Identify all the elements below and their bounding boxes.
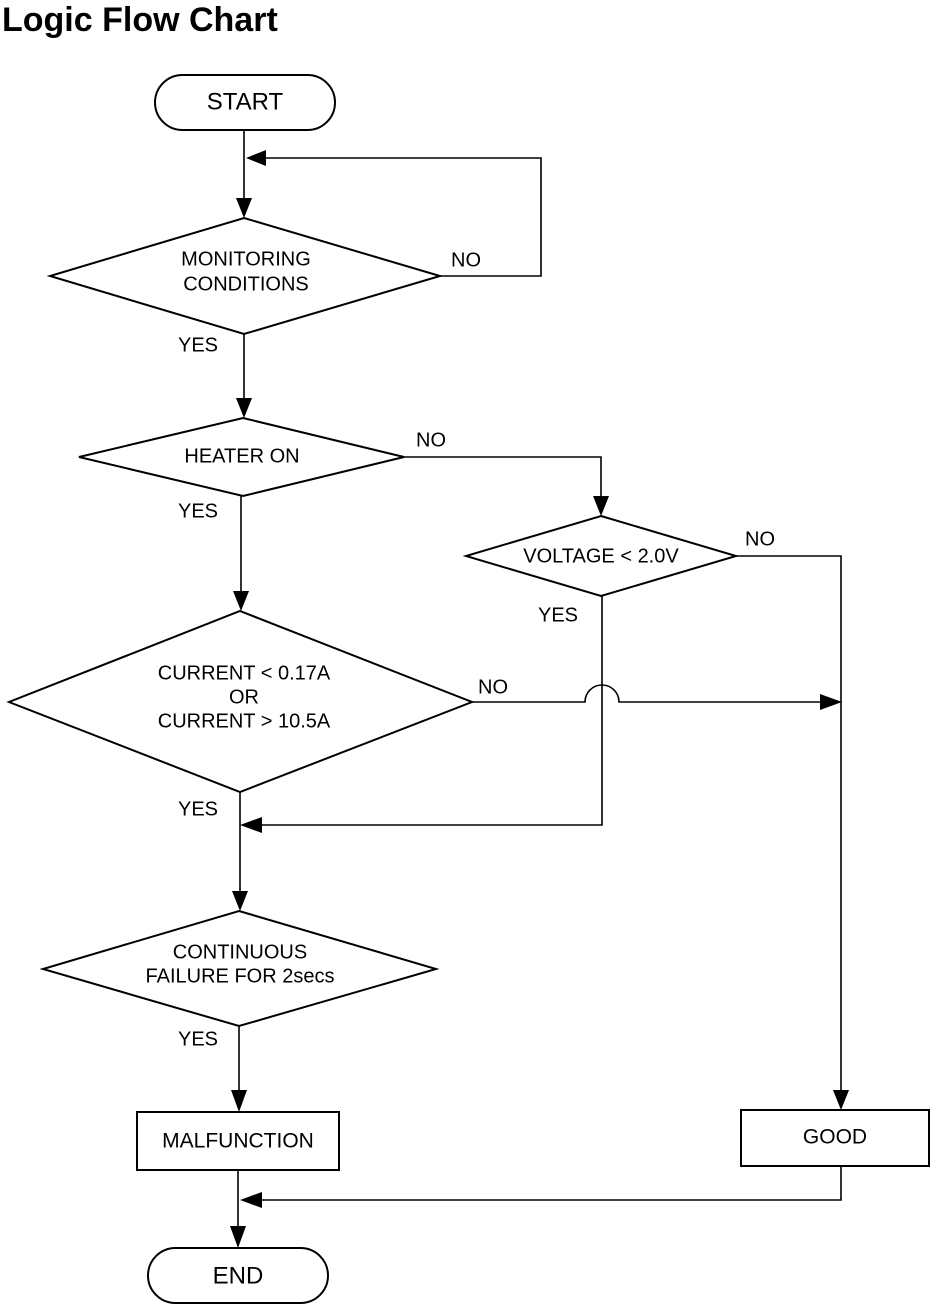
start-terminal: START	[154, 74, 336, 131]
current-no-label: NO	[478, 676, 508, 698]
voltage-decision: VOLTAGE < 2.0V	[462, 514, 740, 598]
continuous-failure-decision: CONTINUOUS FAILURE FOR 2secs	[39, 909, 440, 1028]
good-process: GOOD	[740, 1109, 930, 1167]
heater-yes-label: YES	[178, 500, 218, 522]
continuous-yes-label: YES	[178, 1028, 218, 1050]
good-label: GOOD	[803, 1126, 867, 1149]
arrowhead-down	[231, 1090, 247, 1112]
malfunction-process: MALFUNCTION	[136, 1111, 340, 1171]
voltage-label: VOLTAGE < 2.0V	[523, 545, 679, 567]
edge-voltage-no	[736, 555, 842, 1100]
edge-voltage-yes	[262, 596, 603, 826]
arrowhead-down	[230, 1226, 246, 1248]
monitoring-no-label: NO	[451, 249, 481, 271]
arrowhead-down	[236, 198, 252, 218]
arrowhead-left	[246, 150, 266, 166]
page-title: Logic Flow Chart	[2, 1, 278, 39]
edge-good-end	[262, 1166, 842, 1201]
voltage-no-label: NO	[745, 528, 775, 550]
arrowhead-left	[240, 817, 262, 833]
arrowhead-down	[236, 398, 252, 418]
start-label: START	[207, 88, 284, 115]
monitoring-yes-label: YES	[178, 334, 218, 356]
arrowhead-left	[240, 1192, 262, 1208]
current-yes-label: YES	[178, 798, 218, 820]
continuous-label-line1: CONTINUOUS	[173, 941, 307, 963]
arrowheads	[230, 150, 849, 1248]
arrowhead-right	[820, 694, 842, 710]
edge-monitoring-no-loop	[262, 157, 542, 277]
end-label: END	[213, 1262, 264, 1289]
arrowhead-down	[833, 1090, 849, 1110]
malfunction-label: MALFUNCTION	[162, 1130, 314, 1153]
edge-heater-no	[404, 456, 602, 504]
continuous-label-line2: FAILURE FOR 2secs	[146, 965, 335, 987]
heater-no-label: NO	[416, 429, 446, 451]
connectors	[237, 130, 842, 1235]
voltage-yes-label: YES	[538, 604, 578, 626]
heater-label: HEATER ON	[184, 445, 299, 467]
end-terminal: END	[147, 1247, 329, 1304]
arrowhead-down	[233, 591, 249, 611]
current-label-line1: CURRENT < 0.17A	[158, 662, 331, 684]
edge-current-no	[472, 684, 822, 703]
arrowhead-down	[232, 891, 248, 911]
heater-on-decision: HEATER ON	[78, 416, 405, 498]
current-decision: CURRENT < 0.17A OR CURRENT > 10.5A	[6, 609, 475, 794]
current-label-line2: OR	[229, 686, 259, 708]
current-label-line3: CURRENT > 10.5A	[158, 710, 331, 732]
monitoring-label-line2: CONDITIONS	[183, 273, 309, 295]
monitoring-conditions-decision: MONITORING CONDITIONS	[46, 216, 444, 336]
arrowhead-down	[593, 496, 609, 516]
monitoring-label-line1: MONITORING	[181, 248, 311, 270]
